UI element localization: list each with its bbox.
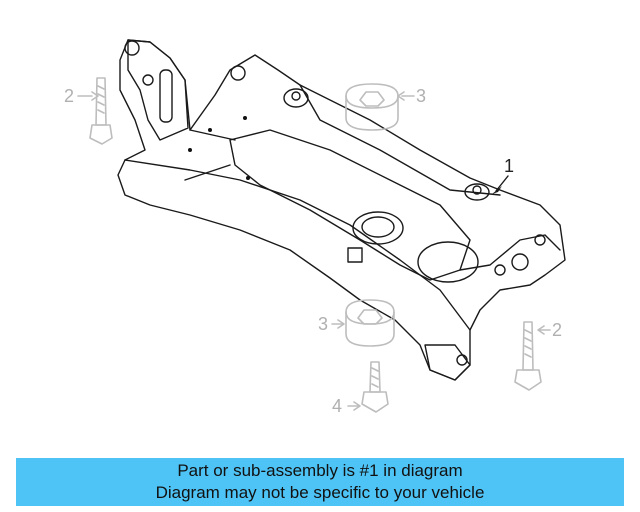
- subframe-part[interactable]: [117, 39, 566, 381]
- caption-line-2: Diagram may not be specific to your vehi…: [155, 483, 485, 502]
- callout-label-1: 1: [504, 156, 514, 176]
- callout-label-4: 4: [332, 396, 342, 416]
- caption-line-1: Part or sub-assembly is #1 in diagram: [177, 461, 463, 480]
- mount-bottom-ghost: 3: [318, 299, 395, 347]
- bolt-right-ghost: 2: [514, 320, 562, 391]
- callout-label-3-bottom: 3: [318, 314, 328, 334]
- callout-label-2-right: 2: [552, 320, 562, 340]
- mount-top-ghost: 3: [345, 83, 426, 131]
- callout-1: 1: [492, 156, 514, 194]
- bolt-left-ghost: 2: [64, 77, 113, 145]
- callout-label-3-top: 3: [416, 86, 426, 106]
- callout-label-2-left: 2: [64, 86, 74, 106]
- disclaimer-banner: Part or sub-assembly is #1 in diagram Di…: [16, 458, 624, 506]
- bolt-bottom-ghost: 4: [332, 361, 389, 416]
- parts-diagram: 1 2 3 3 4 2: [64, 39, 566, 416]
